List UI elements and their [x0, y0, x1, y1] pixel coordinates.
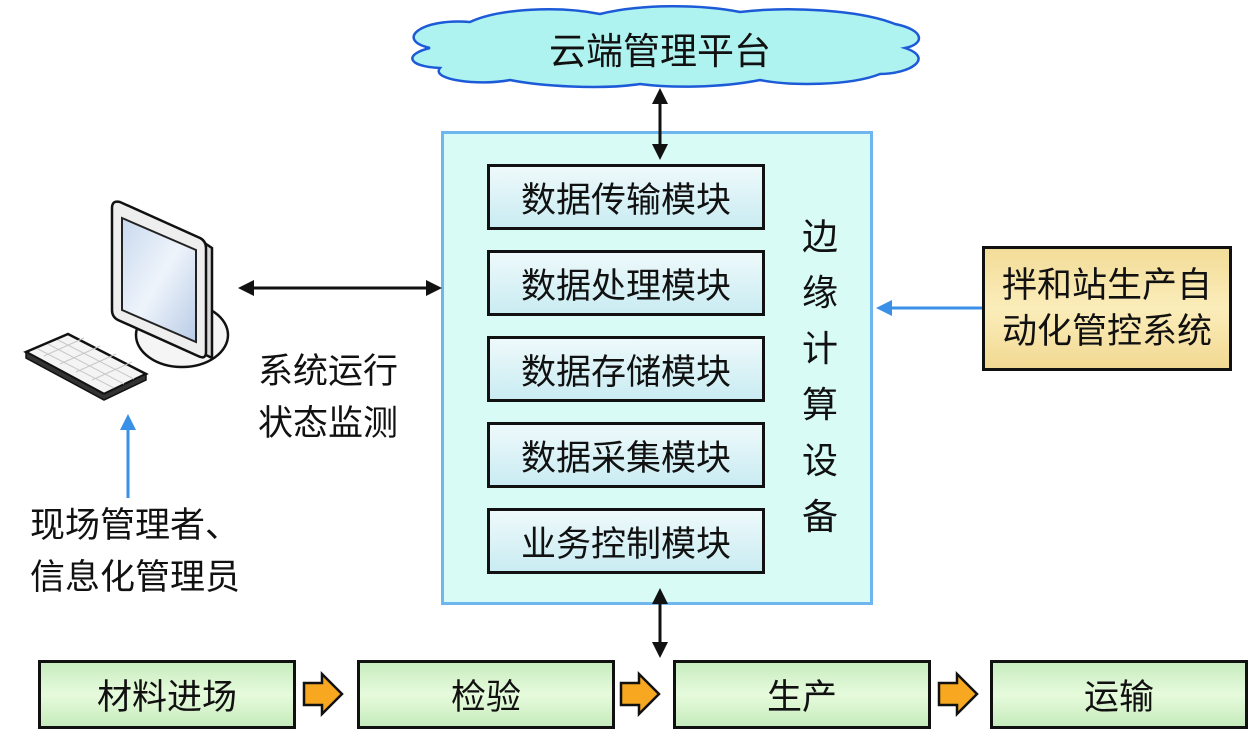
monitor-line-1: 系统运行 [258, 352, 399, 392]
edge-device-label: 边 缘 计 算 设 备 [795, 210, 845, 546]
users-line-1: 现场管理者、 [30, 506, 241, 546]
users-computer-arrow [120, 414, 136, 498]
flow-arrow-3 [937, 670, 979, 718]
flow-arrow-1 [302, 670, 344, 718]
mixing-station-control-system: 拌和站生产自 动化管控系统 [982, 246, 1232, 371]
edge-production-arrow [652, 588, 668, 658]
module-data-processing: 数据处理模块 [487, 250, 765, 316]
cloud-platform-label: 云端管理平台 [549, 30, 771, 73]
flow-step-inspection: 检验 [357, 660, 615, 729]
edge-label-char: 备 [801, 497, 838, 538]
flow-step-production: 生产 [673, 660, 931, 729]
flow-arrow-2 [619, 670, 661, 718]
computer-workstation-icon [23, 200, 230, 401]
mixing-edge-arrow [876, 300, 982, 316]
cloud-edge-arrow [652, 88, 668, 160]
edge-label-char: 计 [801, 329, 838, 370]
module-business-control: 业务控制模块 [487, 508, 765, 574]
users-line-2: 信息化管理员 [30, 558, 241, 598]
computer-edge-arrow [238, 280, 442, 296]
module-data-transmission: 数据传输模块 [487, 164, 765, 230]
module-data-collection: 数据采集模块 [487, 422, 765, 488]
flow-step-material-entry: 材料进场 [38, 660, 296, 729]
edge-label-char: 算 [801, 385, 838, 426]
users-label: 现场管理者、 信息化管理员 [30, 500, 240, 604]
status-monitoring-label: 系统运行 状态监测 [258, 346, 398, 450]
edge-label-char: 设 [801, 441, 838, 482]
module-data-storage: 数据存储模块 [487, 336, 765, 402]
flow-step-transport: 运输 [990, 660, 1248, 729]
mix-line-1: 拌和站生产自 [1001, 265, 1212, 306]
mix-line-2: 动化管控系统 [1001, 311, 1212, 352]
edge-label-char: 缘 [801, 273, 838, 314]
monitor-line-2: 状态监测 [258, 404, 399, 444]
edge-label-char: 边 [801, 217, 838, 258]
